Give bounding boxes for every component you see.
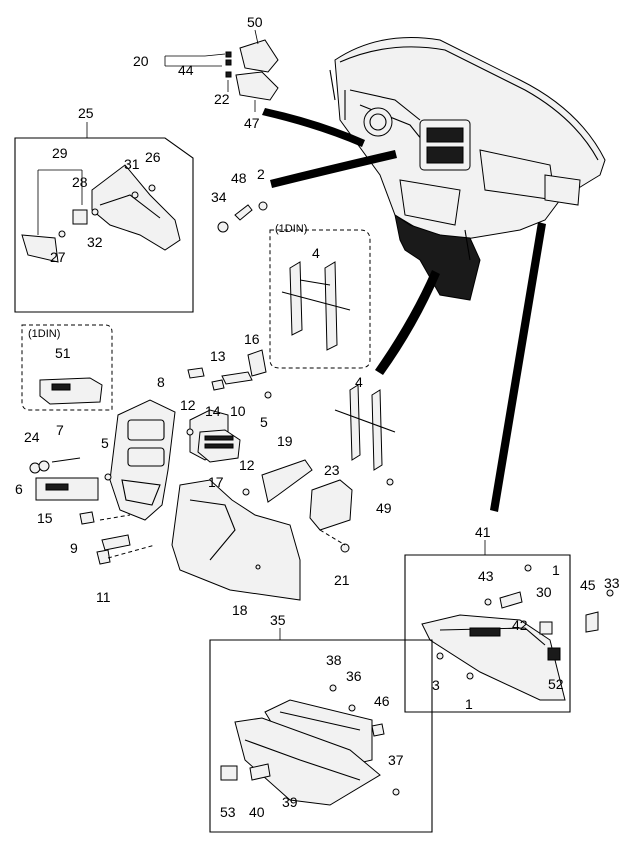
part-number-5-left: 5 <box>101 435 109 451</box>
part-number-39: 39 <box>282 794 298 810</box>
one-din-left-label: (1DIN) <box>28 328 60 340</box>
part-number-28: 28 <box>72 174 88 190</box>
box-41 <box>404 540 614 713</box>
part-number-7: 7 <box>56 422 64 438</box>
bracket-parts-34-48-2 <box>217 201 268 233</box>
part-number-44: 44 <box>178 62 194 78</box>
part-number-1-bottom: 1 <box>465 696 473 712</box>
part-number-34: 34 <box>211 189 227 205</box>
part-number-16: 16 <box>244 331 260 347</box>
part-number-42: 42 <box>512 617 528 633</box>
part-number-32: 32 <box>87 234 103 250</box>
part-number-53: 53 <box>220 804 236 820</box>
part-number-29: 29 <box>52 145 68 161</box>
part-number-13: 13 <box>210 348 226 364</box>
part-number-46: 46 <box>374 693 390 709</box>
part-number-19: 19 <box>277 433 293 449</box>
part-number-51: 51 <box>55 345 71 361</box>
one-din-upper-box <box>269 229 371 369</box>
part-number-4-upper: 4 <box>312 245 320 261</box>
part-number-12-lower: 12 <box>239 457 255 473</box>
part-number-4-lower: 4 <box>355 374 363 390</box>
part-number-14: 14 <box>205 403 221 419</box>
part-number-45: 45 <box>580 577 596 593</box>
part-number-12-upper: 12 <box>180 397 196 413</box>
part-number-20: 20 <box>133 53 149 69</box>
one-din-upper-label: (1DIN) <box>275 223 307 235</box>
part-number-49: 49 <box>376 500 392 516</box>
part-number-31: 31 <box>124 156 140 172</box>
part-number-33: 33 <box>604 575 620 591</box>
part-number-23: 23 <box>324 462 340 478</box>
connection-swooshes <box>262 108 546 512</box>
part-number-18: 18 <box>232 602 248 618</box>
box-35 <box>209 628 433 833</box>
dashboard-illustration <box>329 37 606 301</box>
part-number-35: 35 <box>270 612 286 628</box>
part-number-30: 30 <box>536 584 552 600</box>
part-number-37: 37 <box>388 752 404 768</box>
left-small-parts <box>29 457 156 565</box>
part-number-8: 8 <box>157 374 165 390</box>
part-number-11: 11 <box>96 589 111 605</box>
part-number-43: 43 <box>478 568 494 584</box>
part-number-10: 10 <box>230 403 246 419</box>
part-number-21: 21 <box>334 572 350 588</box>
part-number-41: 41 <box>475 524 491 540</box>
part-number-50: 50 <box>247 14 263 30</box>
part-number-38: 38 <box>326 652 342 668</box>
part-number-24: 24 <box>24 429 40 445</box>
part-number-2: 2 <box>257 166 265 182</box>
part-number-40: 40 <box>249 804 265 820</box>
part-number-36: 36 <box>346 668 362 684</box>
part-number-5-center: 5 <box>260 414 268 430</box>
part-number-25: 25 <box>78 105 94 121</box>
upper-trim-cluster <box>164 29 279 112</box>
part-number-6: 6 <box>15 481 23 497</box>
part-number-52: 52 <box>548 676 564 692</box>
lower-console <box>171 479 301 601</box>
one-din-left-box <box>21 324 113 411</box>
part-number-26: 26 <box>145 149 161 165</box>
part-number-15: 15 <box>37 510 53 526</box>
center-console <box>109 349 313 521</box>
part-number-47: 47 <box>244 115 260 131</box>
part-number-17: 17 <box>208 474 224 490</box>
part-number-1-top: 1 <box>552 562 560 578</box>
part-number-9: 9 <box>70 540 78 556</box>
right-bracket-parts <box>309 384 396 553</box>
part-number-3: 3 <box>432 677 440 693</box>
box-25 <box>14 122 194 313</box>
part-number-22: 22 <box>214 91 230 107</box>
part-number-27: 27 <box>50 249 66 265</box>
part-number-48: 48 <box>231 170 247 186</box>
